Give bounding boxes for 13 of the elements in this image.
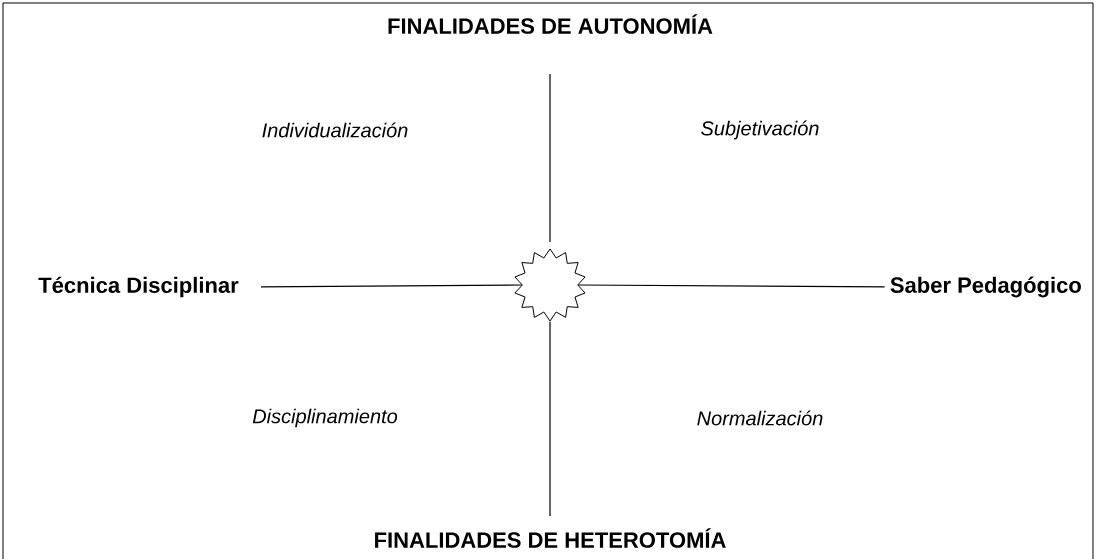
connector-line — [260, 284, 523, 288]
connector-line — [577, 284, 886, 288]
connector-line — [549, 73, 551, 243]
quadrant-label: Individualización — [262, 122, 408, 138]
axis-label: Técnica Disciplinar — [38, 276, 239, 298]
star-shape — [514, 248, 586, 322]
axis-label: Saber Pedagógico — [890, 276, 1081, 298]
heading: FINALIDADES DE AUTONOMÍA — [388, 14, 713, 34]
quadrant-label: Subjetivación — [701, 120, 819, 140]
connector-line — [549, 321, 551, 517]
quadrant-label: Normalización — [697, 410, 823, 426]
quadrant-label: Disciplinamiento — [252, 408, 398, 428]
heading: FINALIDADES DE HETEROTOMÍA — [375, 528, 726, 548]
